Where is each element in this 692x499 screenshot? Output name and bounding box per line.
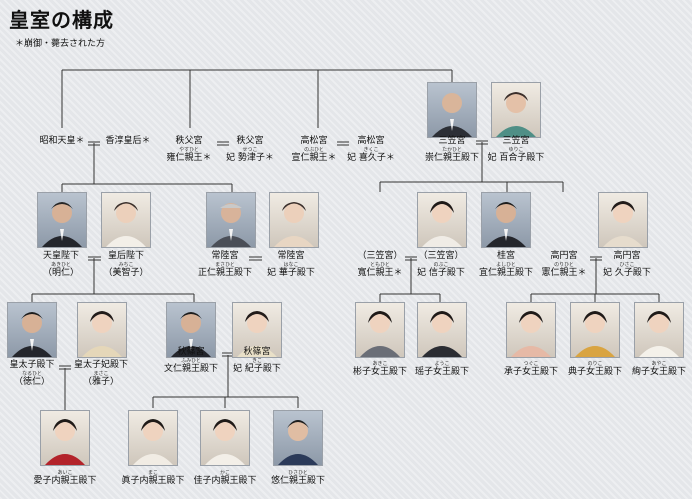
label-yoko: ようこ瑶子女王殿下 <box>414 361 469 377</box>
deceased-note: ＊崩御・薨去された方 <box>15 39 106 49</box>
label-chichibu-wife: 秩父宮せつこ妃 勢津子＊ <box>226 136 274 163</box>
photo-takamado-hisako <box>598 192 648 248</box>
photo-emperor <box>37 192 87 248</box>
photo-hisahito <box>273 410 323 466</box>
label-takamatsu-wife: 高松宮きくこ妃 喜久子＊ <box>347 136 395 163</box>
photo-katsura-yoshihito <box>481 192 531 248</box>
photo-akishino-kiko <box>232 302 282 358</box>
label-showa: 昭和天皇＊ <box>39 136 85 146</box>
photo-tsuguko <box>506 302 556 358</box>
label-mikasa-wife: 三笠宮ゆりこ妃 百合子殿下 <box>487 136 545 163</box>
page-title: 皇室の構成 <box>9 8 114 32</box>
photo-akiko <box>355 302 405 358</box>
photo-noriko <box>570 302 620 358</box>
label-hitachi-wife: 常陸宮はなこ妃 華子殿下 <box>267 251 315 278</box>
label-mikasa-nobuko: （三笠宮）のぶこ妃 信子殿下 <box>417 251 465 278</box>
photo-kako <box>200 410 250 466</box>
photo-crown-princess <box>77 302 127 358</box>
label-tsuguko: つぐこ承子女王殿下 <box>503 361 558 377</box>
label-akiko: あきこ彬子女王殿下 <box>352 361 407 377</box>
label-akishino-wife: 秋篠宮きこ妃 紀子殿下 <box>233 347 281 374</box>
photo-ayako <box>634 302 684 358</box>
line-mikasa-children <box>379 142 564 192</box>
photo-mikasa-nobuko <box>417 192 467 248</box>
label-katsura: 桂宮よしひと宜仁親王殿下 <box>478 251 533 278</box>
photo-hitachi-masahito <box>206 192 256 248</box>
label-noriko: のりこ典子女王殿下 <box>567 361 622 377</box>
line-emperor-children <box>31 258 195 302</box>
photo-mako <box>128 410 178 466</box>
label-akishino-husband: 秋篠宮ふみひと文仁親王殿下 <box>163 347 218 374</box>
label-crown-prince: 皇太子殿下なるひと（徳仁） <box>9 360 55 387</box>
label-ayako: あやこ絢子女王殿下 <box>631 361 686 377</box>
line-top-generation <box>61 69 453 128</box>
label-hitachi-husband: 常陸宮まさひと正仁親王殿下 <box>197 251 252 278</box>
photo-empress <box>101 192 151 248</box>
photo-mikasa-takahito <box>427 82 477 138</box>
label-takamatsu-husband: 高松宮のぶひと宣仁親王＊ <box>291 136 337 163</box>
label-takamado-husband: 高円宮のりひと憲仁親王＊ <box>541 251 587 278</box>
line-takamado-children <box>530 258 660 302</box>
label-empress: 皇后陛下みちこ（美智子） <box>103 251 149 278</box>
label-crown-princess: 皇太子妃殿下まさこ（雅子） <box>73 360 128 387</box>
label-kako: かこ佳子内親王殿下 <box>193 470 257 486</box>
label-mikasa-tomohito: （三笠宮）ともひと寬仁親王＊ <box>357 251 403 278</box>
label-hisahito: ひさひと悠仁親王殿下 <box>270 470 325 486</box>
photo-yoko <box>417 302 467 358</box>
photo-aiko <box>40 410 90 466</box>
label-aiko: あいこ愛子内親王殿下 <box>33 470 97 486</box>
line-showa-children <box>61 143 233 192</box>
photo-crown-prince <box>7 302 57 358</box>
photo-akishino-fumihito <box>166 302 216 358</box>
line-akishino-children <box>152 355 299 408</box>
label-kojun: 香淳皇后＊ <box>105 136 151 146</box>
label-chichibu-husband: 秩父宮やすひと雍仁親王＊ <box>166 136 212 163</box>
label-takamado-wife: 高円宮ひさこ妃 久子殿下 <box>603 251 651 278</box>
label-mikasa-husband: 三笠宮たかひと崇仁親王殿下 <box>424 136 479 163</box>
label-emperor: 天皇陛下あきひと（明仁） <box>42 251 79 278</box>
label-mako: まこ眞子内親王殿下 <box>121 470 185 486</box>
photo-hitachi-hanako <box>269 192 319 248</box>
photo-mikasa-yuriko <box>491 82 541 138</box>
line-tomohito-children <box>379 258 441 302</box>
